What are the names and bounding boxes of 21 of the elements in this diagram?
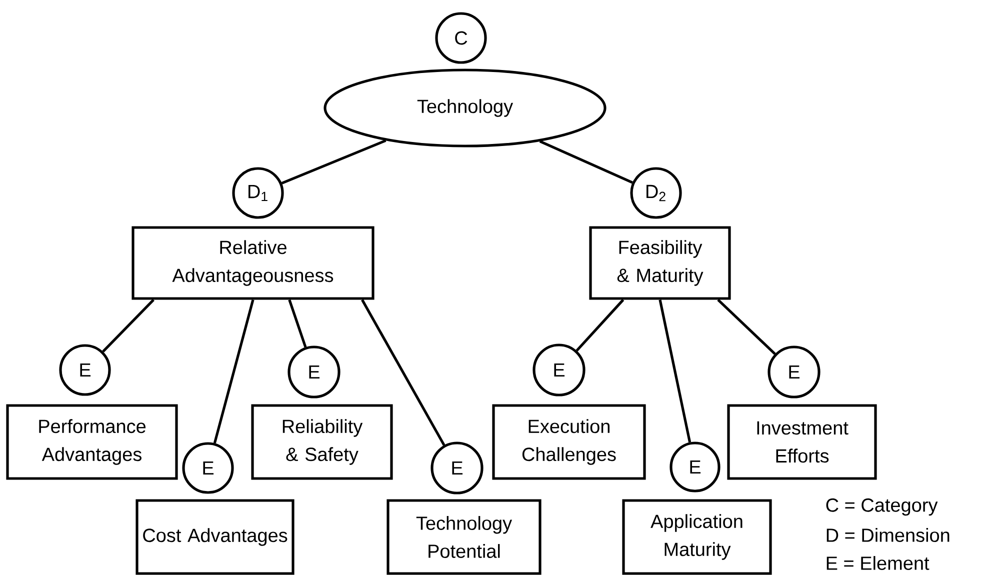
element-box: Relative Advantageousness <box>132 226 374 300</box>
element-box: Reliability & Safety <box>251 404 393 480</box>
key-text: E = Element <box>826 556 930 570</box>
key-text: D = Dimension <box>826 528 950 542</box>
connector-line <box>281 139 386 184</box>
connector-line <box>576 298 624 352</box>
element-box: Application Maturity <box>622 499 772 575</box>
element-box: Execution Challenges <box>492 404 646 480</box>
connector-line <box>102 298 154 352</box>
element-box: Investment Efforts <box>727 404 877 480</box>
element-box: Feasibility & Maturity <box>589 226 731 300</box>
element-box: Technology Potential <box>386 499 542 575</box>
connector-line <box>361 299 446 446</box>
connector-line <box>658 300 692 443</box>
key-text: C = Category <box>826 498 938 516</box>
connector-line <box>288 299 307 348</box>
connector-line <box>717 298 776 355</box>
element-box: Cost Advantages <box>136 499 294 575</box>
connector-line <box>539 140 633 184</box>
element-box: Performance Advantages <box>6 404 178 480</box>
connector-line <box>213 299 254 444</box>
